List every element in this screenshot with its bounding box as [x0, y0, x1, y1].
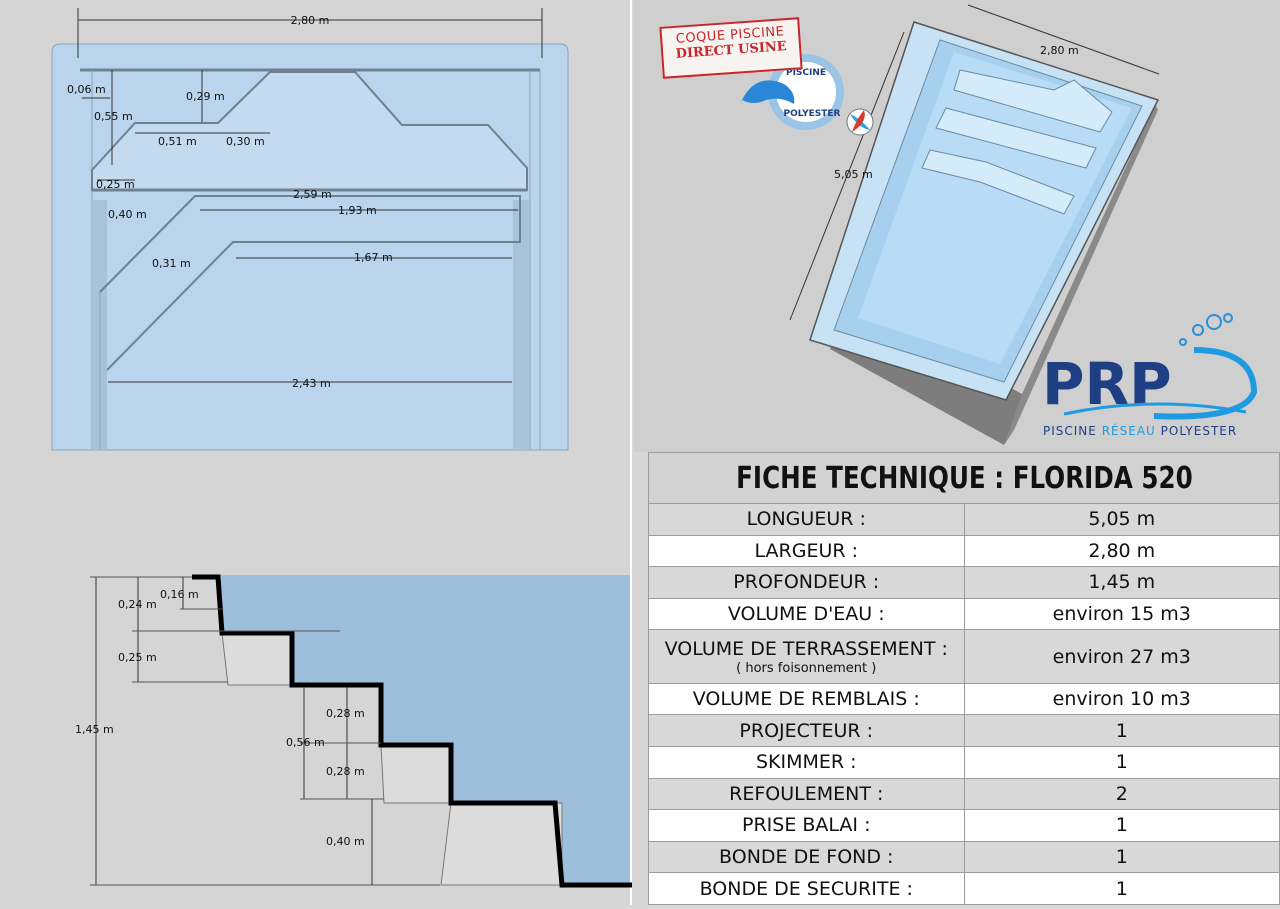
iso-view-diagram: 2,80 m 5,05 m PISCINE POLYESTER PRP: [742, 4, 1258, 445]
row-value: 1: [963, 746, 1280, 779]
dim-a: 0,06 m: [67, 83, 106, 96]
row-value: 5,05 m: [963, 503, 1280, 536]
table-row: SKIMMER : 1: [648, 746, 1280, 779]
dim-i: 0,40 m: [108, 208, 147, 221]
dim-side-a: 0,16 m: [160, 588, 199, 601]
ring-top-label: PISCINE: [786, 68, 826, 78]
row-label: VOLUME D'EAU :: [648, 597, 965, 631]
dim-side-g: 0,40 m: [326, 835, 365, 848]
row-value: environ 27 m3: [963, 629, 1280, 684]
table-row: LONGUEUR : 5,05 m: [648, 503, 1280, 536]
top-view-diagram: 2,80 m 0,06 m 0,55 m 0,29 m 0,51 m 0,30 …: [51, 8, 569, 451]
row-label: SKIMMER :: [648, 746, 965, 779]
top-view-panel: 2,80 m 0,06 m 0,55 m 0,29 m 0,51 m 0,30 …: [0, 0, 632, 455]
prp-tagline-3: POLYESTER: [1160, 424, 1238, 438]
dim-side-e: 0,56 m: [286, 736, 325, 749]
prp-tagline-1: PISCINE: [1043, 424, 1097, 438]
dim-side-c: 0,25 m: [118, 651, 157, 664]
row-value: 1: [963, 809, 1280, 842]
row-label: VOLUME DE TERRASSEMENT : ( hors foisonne…: [648, 629, 965, 684]
table-row: PROFONDEUR : 1,45 m: [648, 566, 1280, 599]
spec-table: FICHE TECHNIQUE : FLORIDA 520 LONGUEUR :…: [648, 452, 1280, 905]
dim-total-width: 2,80 m: [291, 14, 330, 27]
row-value: environ 15 m3: [963, 597, 1280, 631]
direct-factory-badge: COQUE PISCINE DIRECT USINE: [659, 17, 803, 79]
prp-logo: PRP: [1042, 313, 1258, 420]
dim-side-f: 0,28 m: [326, 765, 365, 778]
row-value: 1: [963, 714, 1280, 748]
dim-e: 0,30 m: [226, 135, 265, 148]
table-row: LARGEUR : 2,80 m: [648, 534, 1280, 568]
table-row: VOLUME DE TERRASSEMENT : ( hors foisonne…: [648, 629, 1280, 684]
ring-bottom-label: POLYESTER: [784, 109, 841, 119]
row-value: environ 10 m3: [963, 682, 1280, 716]
row-value: 1,45 m: [963, 566, 1280, 599]
table-row: REFOULEMENT : 2: [648, 777, 1280, 811]
dim-side-b: 0,24 m: [118, 598, 157, 611]
row-label: REFOULEMENT :: [648, 777, 965, 811]
table-row: BONDE DE SECURITE : 1: [648, 872, 1280, 905]
dim-c: 0,29 m: [186, 90, 225, 103]
dim-side-d: 0,28 m: [326, 707, 365, 720]
dolphin-icon: [742, 80, 795, 104]
row-label: PROJECTEUR :: [648, 714, 965, 748]
row-label: LARGEUR :: [648, 534, 965, 568]
row-label: BONDE DE SECURITE :: [648, 872, 965, 905]
table-row: VOLUME D'EAU : environ 15 m3: [648, 597, 1280, 631]
table-row: BONDE DE FOND : 1: [648, 840, 1280, 874]
dim-f: 0,25 m: [96, 178, 135, 191]
table-row: PROJECTEUR : 1: [648, 714, 1280, 748]
dim-k: 0,31 m: [152, 257, 191, 270]
row-label: VOLUME DE REMBLAIS :: [648, 682, 965, 716]
dim-j: 1,67 m: [354, 251, 393, 264]
row-label: BONDE DE FOND :: [648, 840, 965, 874]
dim-h: 1,93 m: [338, 204, 377, 217]
table-row: PRISE BALAI : 1: [648, 809, 1280, 842]
row-label: LONGUEUR :: [648, 503, 965, 536]
row-label-main: VOLUME DE TERRASSEMENT :: [664, 637, 948, 660]
spec-table-title: FICHE TECHNIQUE : FLORIDA 520: [648, 452, 1280, 504]
iso-dim-length: 5,05 m: [834, 168, 873, 181]
iso-view-panel: 2,80 m 5,05 m PISCINE POLYESTER PRP: [634, 0, 1280, 452]
row-value: 1: [963, 872, 1280, 905]
row-value: 2: [963, 777, 1280, 811]
iso-dim-width: 2,80 m: [1040, 44, 1079, 57]
table-row: VOLUME DE REMBLAIS : environ 10 m3: [648, 682, 1280, 716]
dim-l: 2,43 m: [292, 377, 331, 390]
dim-total-depth: 1,45 m: [75, 723, 114, 736]
prp-tagline: PISCINE RÉSEAU POLYESTER: [1043, 424, 1237, 438]
side-view-panel: 1,45 m 0,16 m 0,24 m 0,25 m 0,28 m 0,56 …: [0, 455, 632, 905]
row-label: PROFONDEUR :: [648, 566, 965, 599]
row-value: 2,80 m: [963, 534, 1280, 568]
dim-g: 2,59 m: [293, 188, 332, 201]
row-label-sub: ( hors foisonnement ): [736, 660, 877, 676]
row-value: 1: [963, 840, 1280, 874]
row-label: PRISE BALAI :: [648, 809, 965, 842]
prp-tagline-2: RÉSEAU: [1101, 424, 1156, 438]
dim-d: 0,51 m: [158, 135, 197, 148]
dim-b: 0,55 m: [94, 110, 133, 123]
side-view-diagram: 1,45 m 0,16 m 0,24 m 0,25 m 0,28 m 0,56 …: [75, 574, 632, 888]
